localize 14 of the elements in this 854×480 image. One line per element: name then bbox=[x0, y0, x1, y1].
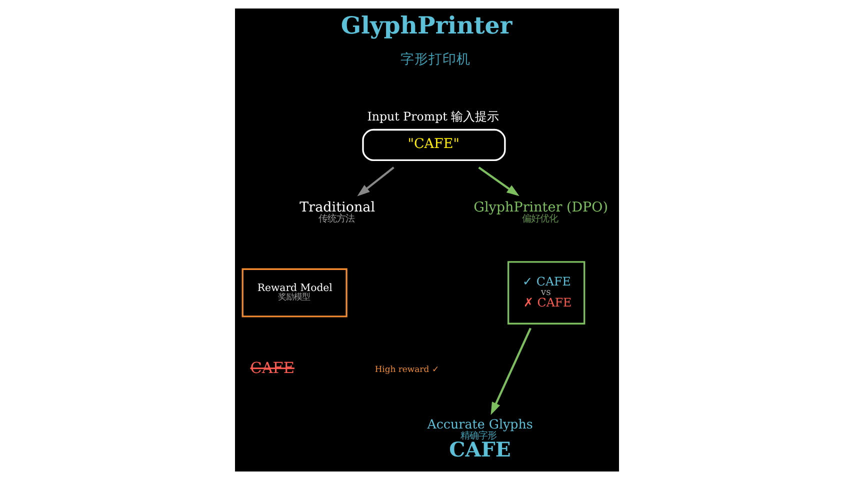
diagram-title: GlyphPrinter bbox=[340, 11, 512, 40]
arrow bbox=[478, 166, 520, 196]
node-text: Accurate Glyphs 精确字形 CAFE bbox=[427, 416, 533, 462]
node-text: GlyphPrinter (DPO) 偏好优化 bbox=[474, 200, 608, 225]
arrow bbox=[490, 328, 532, 416]
node-label: Input Prompt 输入提示 bbox=[367, 110, 500, 124]
node-box: "CAFE" bbox=[362, 128, 506, 161]
node-text: Traditional 传统方法 bbox=[300, 200, 376, 225]
node-box: Reward Model 奖励模型 bbox=[242, 268, 348, 318]
label: 字形打印机 bbox=[400, 51, 471, 68]
label: High reward ✓ bbox=[374, 364, 439, 374]
arrow bbox=[357, 166, 394, 196]
node-box: ✓ CAFE vs ✗ CAFE bbox=[507, 261, 586, 324]
label: CAFE bbox=[250, 358, 294, 377]
